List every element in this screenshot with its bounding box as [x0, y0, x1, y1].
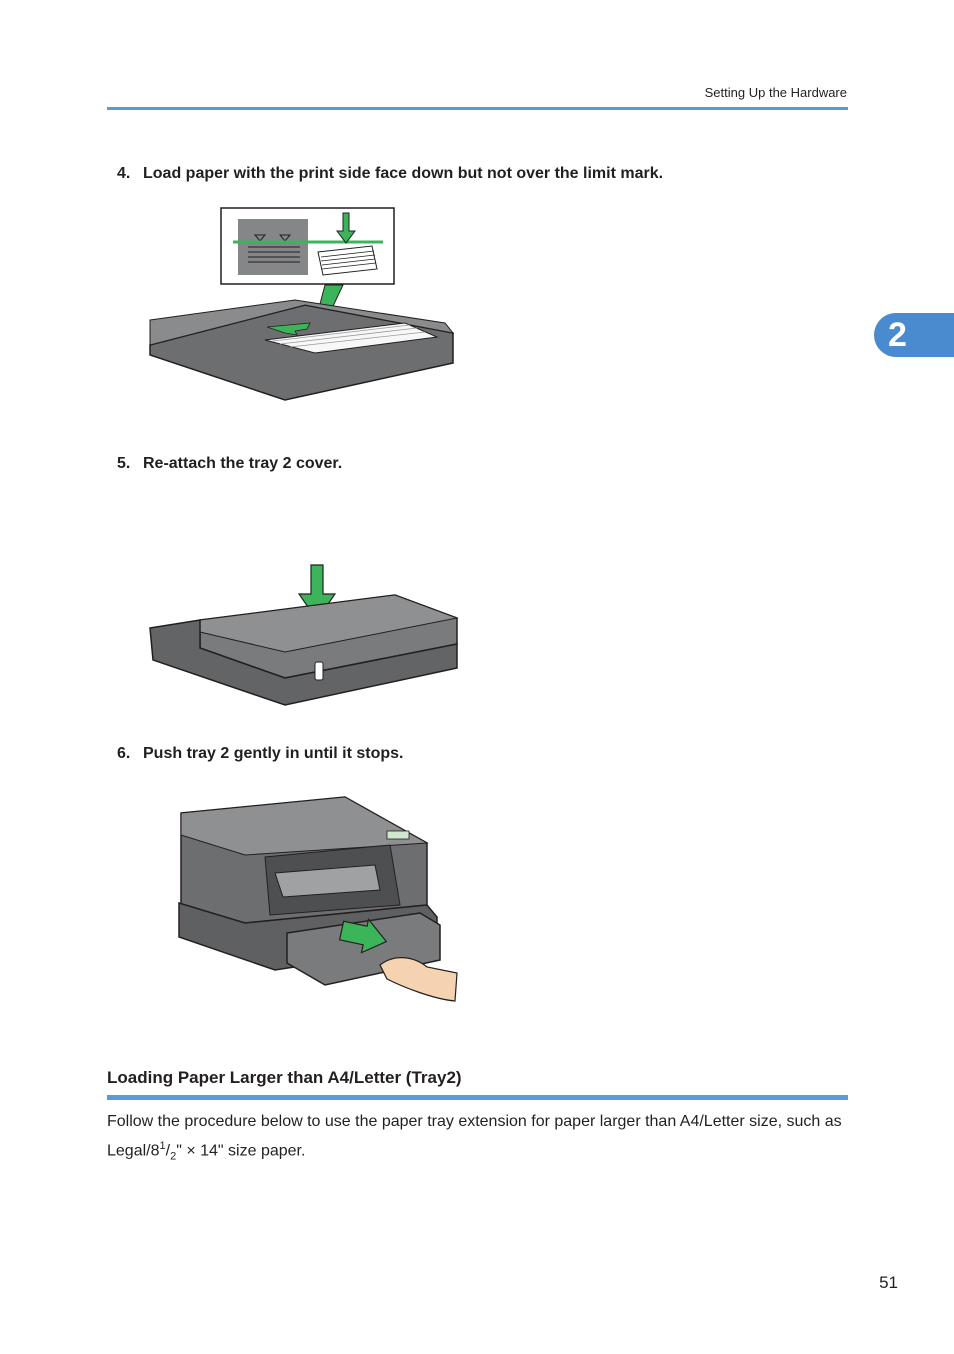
- step-text: Re-attach the tray 2 cover.: [143, 455, 343, 472]
- header-rule: [107, 107, 848, 110]
- attach-cover-illustration: [149, 564, 459, 706]
- step-number: 6.: [117, 745, 131, 762]
- step-text: Load paper with the print side face down…: [143, 165, 664, 182]
- step-text: Push tray 2 gently in until it stops.: [143, 745, 404, 762]
- section-rule: [107, 1095, 848, 1100]
- running-header: Setting Up the Hardware: [704, 85, 847, 100]
- push-tray-illustration: [178, 796, 458, 1002]
- section-title: Loading Paper Larger than A4/Letter (Tra…: [107, 1068, 462, 1087]
- fraction-denominator: 2: [170, 1150, 177, 1163]
- step-number: 5.: [117, 455, 131, 472]
- page-number: 51: [879, 1273, 898, 1292]
- fraction-numerator: 1: [159, 1140, 166, 1152]
- chapter-tab: 2: [874, 313, 954, 357]
- body-text-part: " × 14" size paper.: [176, 1142, 306, 1160]
- step-4: 4. Load paper with the print side face do…: [117, 165, 663, 183]
- fraction-slash: /: [165, 1142, 171, 1160]
- load-paper-illustration: [149, 207, 455, 401]
- body-text-part: Follow the procedure below to use the pa…: [107, 1113, 842, 1160]
- step-6: 6. Push tray 2 gently in until it stops.: [117, 745, 403, 763]
- step-5: 5. Re-attach the tray 2 cover.: [117, 455, 342, 473]
- step-number: 4.: [117, 165, 131, 182]
- body-paragraph: Follow the procedure below to use the pa…: [107, 1109, 849, 1170]
